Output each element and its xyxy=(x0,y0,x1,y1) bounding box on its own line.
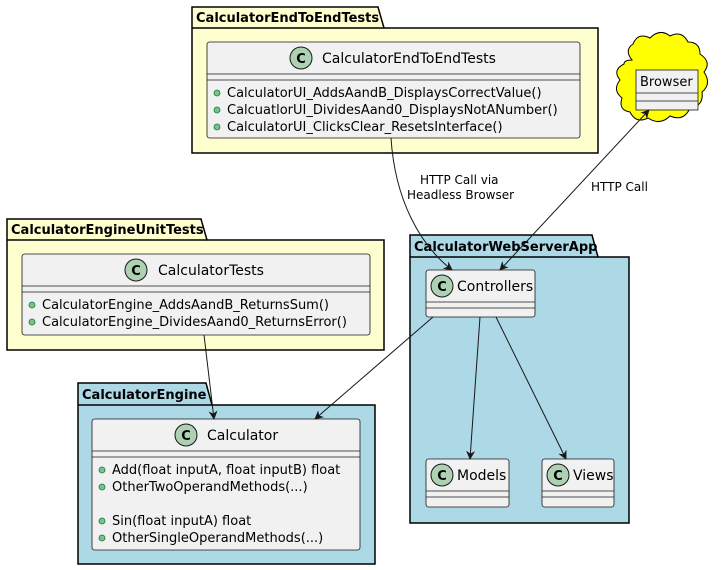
public-method-icon xyxy=(98,466,106,474)
method-label: CalculatorEngine_DividesAand0_ReturnsErr… xyxy=(42,315,347,330)
node-label: Browser xyxy=(640,75,693,90)
class-icon-letter: C xyxy=(131,264,141,279)
class-icon xyxy=(430,463,454,487)
class-views[interactable]: C Views xyxy=(541,458,615,508)
class-icon xyxy=(289,46,313,70)
class-name: Calculator xyxy=(207,428,278,444)
class-icon xyxy=(546,463,570,487)
class-controllers[interactable]: C Controllers xyxy=(425,269,536,318)
class-name: Controllers xyxy=(457,279,533,295)
public-method-icon xyxy=(213,123,221,131)
class-icon xyxy=(124,258,148,282)
class-name: Models xyxy=(457,468,506,484)
edge-controllers-to-views xyxy=(495,316,567,460)
method-label: CalculatorUI_ClicksClear_ResetsInterface… xyxy=(227,120,503,135)
class-calculator[interactable]: C Calculator Add(float inputA, float inp… xyxy=(91,418,361,551)
class-icon-letter: C xyxy=(553,469,563,484)
class-icon xyxy=(174,423,198,447)
edge-controllers-to-calculator xyxy=(314,316,434,420)
method-label: OtherSingleOperandMethods(...) xyxy=(112,531,323,546)
class-icon-letter: C xyxy=(181,429,191,444)
class-name: Views xyxy=(573,468,614,484)
public-method-icon xyxy=(98,517,106,525)
package-label: CalculatorWebServerApp xyxy=(414,240,597,255)
public-method-icon xyxy=(213,106,221,114)
class-calculator-tests[interactable]: C CalculatorTests CalculatorEngine_AddsA… xyxy=(21,253,371,336)
class-icon xyxy=(430,274,454,298)
public-method-icon xyxy=(28,301,36,309)
edges: HTTP Call via Headless Browser HTTP Call xyxy=(203,109,650,460)
class-end-to-end-tests[interactable]: C CalculatorEndToEndTests CalculatorUI_A… xyxy=(206,41,581,139)
edge-browser-controllers xyxy=(499,109,650,271)
public-method-icon xyxy=(28,318,36,326)
public-method-icon xyxy=(213,89,221,97)
edge-tests-to-calculator xyxy=(203,334,218,420)
class-name: CalculatorEndToEndTests xyxy=(322,51,496,67)
package-label: CalculatorEndToEndTests xyxy=(196,11,379,26)
class-icon-letter: C xyxy=(437,469,447,484)
class-icon-letter: C xyxy=(296,52,306,67)
package-label: CalculatorEngineUnitTests xyxy=(11,223,204,238)
edge-controllers-to-models xyxy=(466,316,481,460)
edge-label: HTTP Call via xyxy=(420,173,499,187)
method-label: Add(float inputA, float inputB) float xyxy=(112,463,340,478)
method-label: CalcuatlorUI_DividesAand0_DisplaysNotANu… xyxy=(227,103,558,118)
browser-node[interactable]: Browser xyxy=(616,32,708,122)
edge-label: Headless Browser xyxy=(407,188,514,202)
public-method-icon xyxy=(98,483,106,491)
class-icon-letter: C xyxy=(437,280,447,295)
edge-e2e-to-controllers xyxy=(390,137,453,271)
method-label: CalculatorUI_AddsAandB_DisplaysCorrectVa… xyxy=(227,86,542,101)
method-label: CalculatorEngine_AddsAandB_ReturnsSum() xyxy=(42,298,329,313)
package-label: CalculatorEngine xyxy=(82,388,207,403)
edge-label: HTTP Call xyxy=(591,180,648,194)
class-name: CalculatorTests xyxy=(158,263,264,279)
method-label: Sin(float inputA) float xyxy=(112,514,251,529)
method-label: OtherTwoOperandMethods(...) xyxy=(112,480,308,495)
class-models[interactable]: C Models xyxy=(425,458,510,508)
public-method-icon xyxy=(98,534,106,542)
